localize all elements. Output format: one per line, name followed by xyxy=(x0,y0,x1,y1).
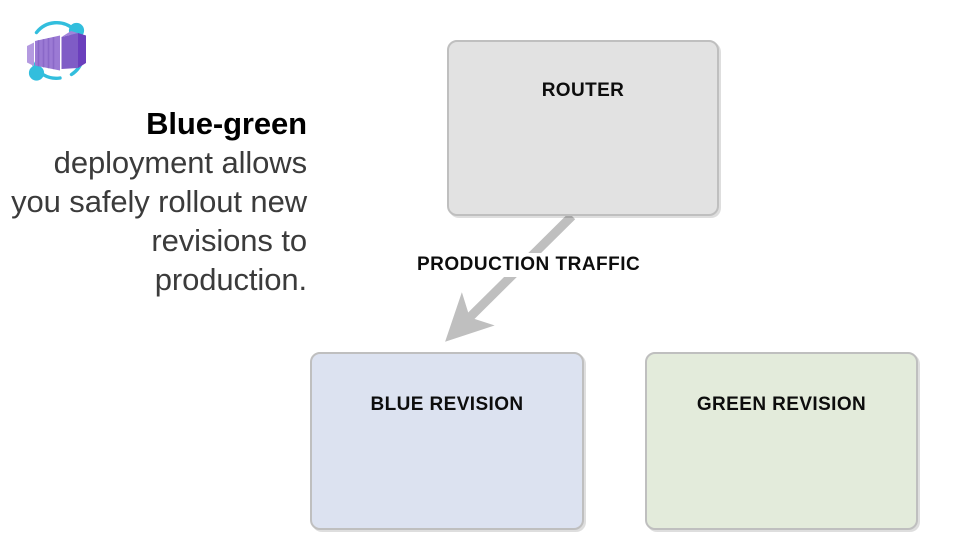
node-router[interactable]: ROUTER xyxy=(447,40,719,216)
node-blue-revision[interactable]: BLUE REVISION xyxy=(310,352,584,530)
node-green-revision-label: GREEN REVISION xyxy=(696,394,867,415)
caption-rest: deployment allows you safely rollout new… xyxy=(11,145,307,297)
node-router-label: ROUTER xyxy=(541,80,625,101)
node-green-revision[interactable]: GREEN REVISION xyxy=(645,352,918,530)
caption-lead: Blue-green xyxy=(146,106,307,141)
caption-text: Blue-green deployment allows you safely … xyxy=(10,104,307,299)
edge-label-production-traffic: PRODUCTION TRAFFIC xyxy=(414,253,644,277)
node-blue-revision-label: BLUE REVISION xyxy=(370,394,524,415)
azure-container-apps-logo-icon xyxy=(16,14,98,92)
